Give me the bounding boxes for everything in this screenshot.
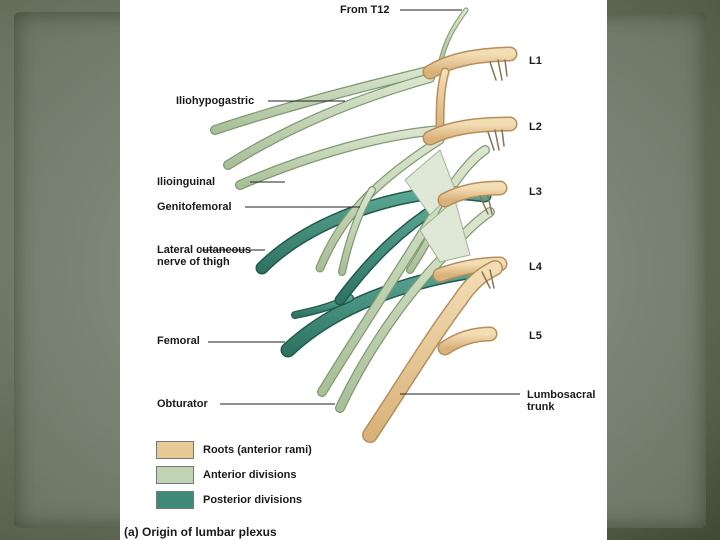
legend-label-roots: Roots (anterior rami)	[203, 444, 312, 456]
figure-caption: (a) Origin of lumbar plexus	[124, 525, 277, 539]
label-genitofemoral: Genitofemoral	[157, 201, 232, 213]
label-lateral-cutaneous: Lateral cutaneous nerve of thigh	[157, 244, 252, 268]
label-lumbosacral-trunk: Lumbosacral trunk	[527, 389, 596, 413]
label-l5: L5	[529, 330, 542, 342]
legend-swatch-roots	[156, 441, 194, 459]
leader-lines	[200, 9, 520, 405]
label-femoral: Femoral	[157, 335, 200, 347]
legend-label-posterior: Posterior divisions	[203, 494, 303, 506]
label-obturator: Obturator	[157, 398, 208, 410]
legend-swatch-anterior	[156, 466, 194, 484]
roots	[362, 7, 518, 443]
label-l4: L4	[529, 261, 542, 273]
label-l3: L3	[529, 186, 542, 198]
legend-swatch-posterior	[156, 491, 194, 509]
label-l1: L1	[529, 55, 542, 67]
anterior-divisions	[210, 63, 495, 413]
label-l2: L2	[529, 121, 542, 133]
label-from-t12: From T12	[340, 4, 390, 16]
legend-label-anterior: Anterior divisions	[203, 469, 297, 481]
label-ilioinguinal: Ilioinguinal	[157, 176, 216, 188]
label-iliohypogastric: Iliohypogastric	[176, 95, 255, 107]
